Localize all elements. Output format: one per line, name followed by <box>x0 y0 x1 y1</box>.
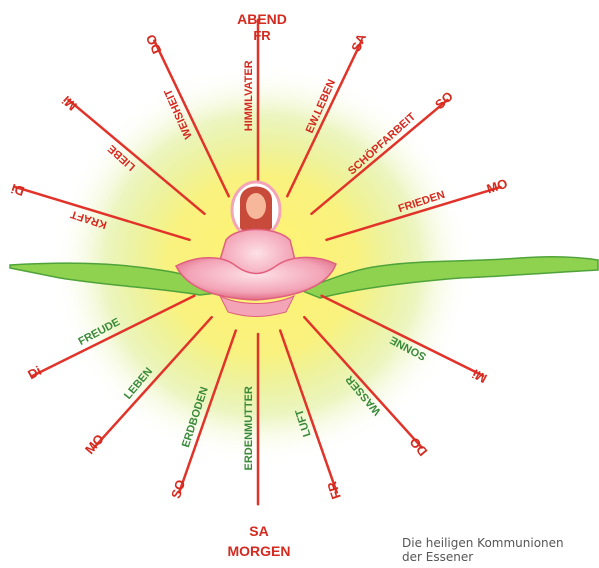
ray-day-lower-2: MO <box>82 431 107 457</box>
ray-day-upper-1: DO <box>143 32 165 56</box>
ray-day-upper-5: Di <box>9 181 26 199</box>
ray-day-upper-2: SA <box>348 31 369 54</box>
caption-line-2: der Essener <box>402 550 598 564</box>
label-abend: ABEND <box>237 11 287 27</box>
ray-day-upper-3: Mi <box>59 93 80 114</box>
ray-day-lower-0: Di <box>25 363 44 382</box>
caption-line-1: Die heiligen Kommunionen <box>402 536 598 550</box>
caption: Die heiligen Kommunionen der Essener <box>402 536 598 564</box>
ray-day-lower-3: DO <box>406 434 430 459</box>
ray-day-lower-4: SO <box>168 478 188 501</box>
ray-day-lower-6: FR <box>324 479 344 501</box>
ray-word-upper-0: HIMMLVATER <box>243 60 255 131</box>
label-bottom-sa: SA <box>249 523 268 539</box>
label-morgen: MORGEN <box>228 543 291 559</box>
ray-word-lower-5: ERDENMUTTER <box>243 386 255 470</box>
label-top-fr: FR <box>253 28 271 43</box>
ray-day-upper-6: MO <box>485 176 510 197</box>
